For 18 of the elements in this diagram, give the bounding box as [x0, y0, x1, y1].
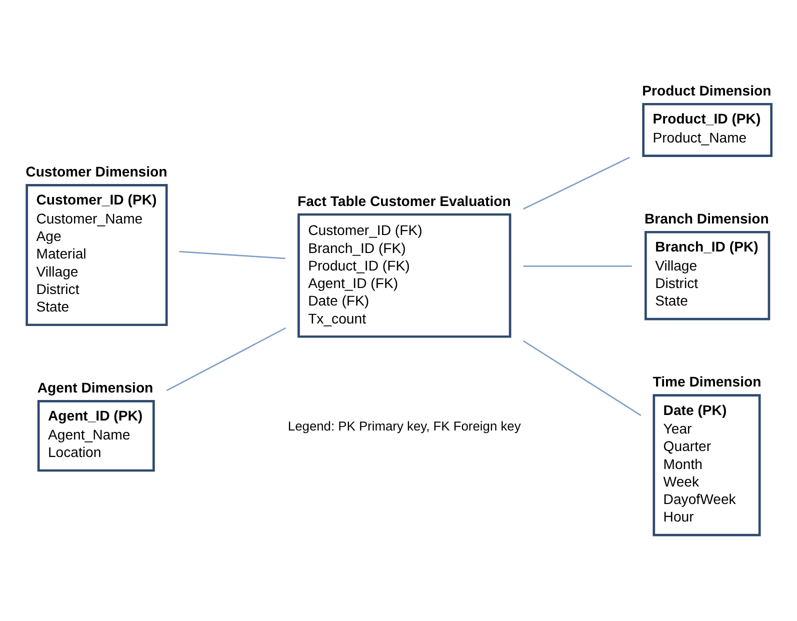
- node-box: Agent_ID (PK) Agent_Name Location: [37, 400, 155, 472]
- connector: [179, 250, 286, 260]
- connector: [166, 327, 286, 392]
- connector: [523, 265, 632, 267]
- node-label: Time Dimension: [652, 374, 762, 390]
- node-label: Customer Dimension: [26, 163, 168, 180]
- node-box: Customer_ID (PK) Customer_Name Age Material Village District State: [26, 184, 168, 326]
- node-label: Agent Dimension: [37, 380, 154, 396]
- node-label: Fact Table Customer Evaluation: [298, 192, 511, 209]
- node-label: Branch Dimension: [644, 210, 769, 226]
- label: Legend: PK Primary key, FK Foreign key: [288, 418, 521, 434]
- node-box: Date (PK) Year Quarter Month Week DayofWeek Hour: [652, 394, 761, 536]
- node-box: Branch_ID (PK) Village District State: [644, 230, 770, 320]
- connector: [522, 340, 642, 416]
- node-box: Customer_ID (FK) Branch_ID (FK) Product_ID (FK) Agent_ID (FK) Date (FK) Tx_count: [298, 213, 512, 338]
- node-box: Product_ID (PK) Product_Name: [642, 102, 772, 157]
- connector: [522, 156, 630, 210]
- node-label: Product Dimension: [642, 82, 772, 98]
